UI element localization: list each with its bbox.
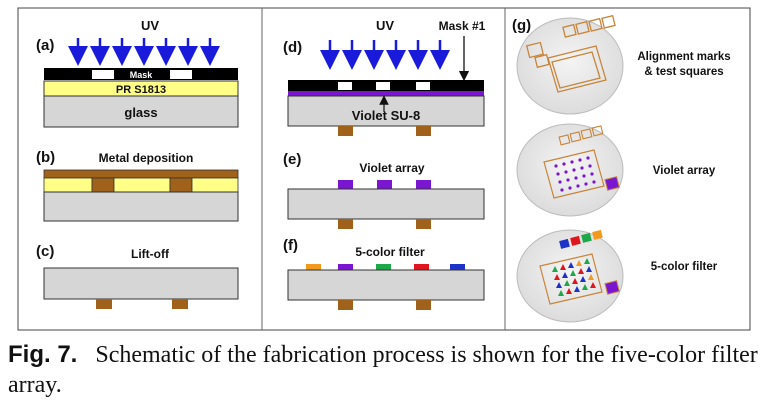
panel-f-title: 5-color filter xyxy=(355,245,425,259)
metal-pad-f xyxy=(416,300,431,310)
mask-opening xyxy=(376,82,390,90)
wafer-1 xyxy=(516,17,624,115)
violet-su8-label: Violet SU-8 xyxy=(352,108,420,123)
glass-substrate-f xyxy=(287,269,485,301)
panel-e-title: Violet array xyxy=(359,161,424,175)
five-color-array-pattern xyxy=(539,229,620,305)
red-pixel-f xyxy=(414,264,429,270)
panel-f: (f) 5-color filter xyxy=(283,237,485,310)
photoresist-block-b xyxy=(43,177,93,193)
glass-substrate-e xyxy=(287,188,485,220)
violet-pixel-e xyxy=(416,180,431,189)
photoresist-block-b xyxy=(191,177,239,193)
figure-caption-text: Schematic of the fabrication process is … xyxy=(8,342,758,398)
metal-pad-e xyxy=(416,219,431,229)
panel-a-tag: (a) xyxy=(36,37,54,54)
photoresist-label: PR S1813 xyxy=(116,84,166,96)
blue-pixel-f xyxy=(450,264,465,270)
panel-d-tag: (d) xyxy=(283,39,302,56)
metal-pad-c xyxy=(96,299,112,309)
glass-substrate-b xyxy=(43,191,239,222)
alignment-marks-pattern xyxy=(525,14,616,93)
figure-caption: Fig. 7.Schematic of the fabrication proc… xyxy=(8,340,760,400)
metal-fill-b xyxy=(91,177,115,193)
panel-b-title: Metal deposition xyxy=(99,151,194,165)
panel-a: (a) UV Mask PR S1813 glass xyxy=(36,18,239,128)
mask-opening xyxy=(170,70,192,79)
panel-e-tag: (e) xyxy=(283,151,301,168)
panel-c: (c) Lift-off xyxy=(36,243,239,309)
violet-pixel-e xyxy=(338,180,353,189)
wafer-2-label: Violet array xyxy=(653,165,716,177)
figure-caption-label: Fig. 7. xyxy=(8,341,78,368)
wafer-3-label: 5-color filter xyxy=(651,261,718,273)
mask-1-label: Mask #1 xyxy=(439,19,486,33)
wafer-1-label-line2: & test squares xyxy=(644,66,723,78)
metal-pad-d xyxy=(416,126,431,136)
violet-su8-layer xyxy=(288,91,484,96)
panel-f-tag: (f) xyxy=(283,237,298,254)
panel-a-uv-label: UV xyxy=(141,18,159,33)
metal-layer-b xyxy=(43,169,239,179)
wafer-2 xyxy=(516,123,624,217)
wafer-1-label-line1: Alignment marks xyxy=(637,51,730,63)
mask-opening xyxy=(338,82,352,90)
panel-e: (e) Violet array xyxy=(283,151,485,229)
uv-arrows-d xyxy=(320,40,450,70)
metal-pad-d xyxy=(338,126,353,136)
green-pixel-f xyxy=(376,264,391,270)
mask-label: Mask xyxy=(130,70,154,80)
fabrication-figure: (a) UV Mask PR S1813 glass (b) Metal dep… xyxy=(17,7,751,331)
panel-g-tag: (g) xyxy=(512,17,531,34)
mask-opening xyxy=(92,70,114,79)
glass-substrate-a xyxy=(43,95,239,128)
metal-pad-e xyxy=(338,219,353,229)
violet-pixel-f xyxy=(338,264,353,270)
glass-label: glass xyxy=(124,105,157,120)
metal-pad-c xyxy=(172,299,188,309)
metal-pad-f xyxy=(338,300,353,310)
uv-arrows-a xyxy=(68,38,220,66)
panel-d: (d) UV Mask #1 Violet SU-8 xyxy=(283,18,486,136)
panel-c-title: Lift-off xyxy=(131,247,170,261)
violet-array-pattern xyxy=(543,125,620,199)
violet-pixel-e xyxy=(377,180,392,189)
metal-fill-b xyxy=(169,177,193,193)
orange-pixel-f xyxy=(306,264,321,270)
panel-b: (b) Metal deposition xyxy=(36,149,239,222)
mask-opening xyxy=(416,82,430,90)
panel-d-uv-label: UV xyxy=(376,18,394,33)
panel-c-tag: (c) xyxy=(36,243,54,260)
panel-b-tag: (b) xyxy=(36,149,55,166)
photoresist-block-b xyxy=(113,177,171,193)
panel-g: (g) Alignment marks & test squares xyxy=(512,14,731,323)
glass-substrate-c xyxy=(43,267,239,300)
